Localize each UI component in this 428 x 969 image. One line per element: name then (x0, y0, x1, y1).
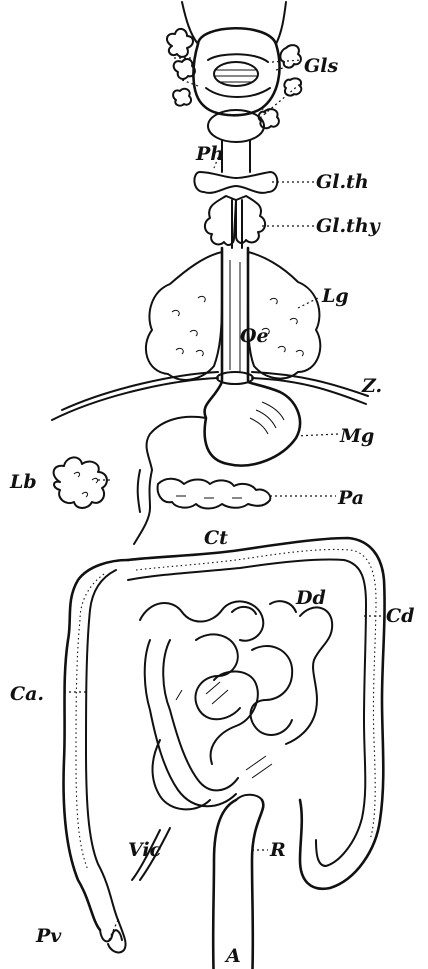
label-lb: Lb (9, 471, 37, 493)
label-mg: Mg (339, 425, 374, 447)
label-cd: Cd (386, 605, 414, 627)
pharynx (222, 140, 250, 172)
lungs (146, 252, 320, 380)
pancreas (158, 479, 271, 509)
label-oe: Oe (240, 325, 269, 347)
label-pa: Pa (337, 487, 364, 509)
salivary-glands (167, 29, 301, 128)
label-r: R (269, 839, 286, 861)
colon (64, 538, 385, 930)
small-intestine (140, 601, 332, 809)
label-gls: Gls (304, 55, 338, 77)
liver-lobe (54, 457, 107, 508)
label-ca: Ca. (10, 683, 44, 705)
label-ct: Ct (204, 527, 228, 549)
label-gl-thy: Gl.thy (316, 215, 382, 237)
mouth-cavity (193, 28, 279, 142)
label-gl-th: Gl.th (316, 171, 369, 193)
label-pv: Pv (35, 925, 62, 947)
label-z: Z. (361, 375, 382, 397)
gland-gl-thy (205, 196, 265, 248)
label-dd: Dd (295, 587, 326, 609)
label-a: A (224, 945, 241, 967)
diaphragm (52, 372, 368, 420)
label-vic: Vic (128, 839, 162, 861)
rectum (213, 795, 263, 969)
label-lg: Lg (321, 285, 349, 307)
gland-gl-th (194, 172, 277, 193)
stomach (147, 382, 300, 470)
duodenum-loop (134, 470, 152, 544)
label-ph: Ph (195, 143, 224, 165)
